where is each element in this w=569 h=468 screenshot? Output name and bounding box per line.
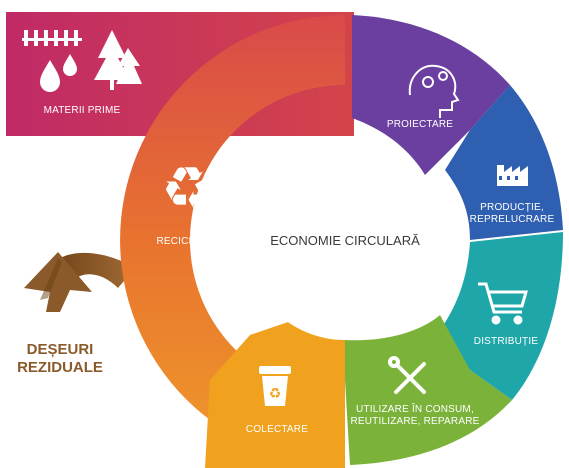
factory-icon (497, 165, 528, 186)
waste-label-line1: DEȘEURI (27, 341, 94, 358)
segment-label-design: PROIECTARE (387, 119, 453, 130)
segment-label-use-line2: REUTILIZARE, REPARARE (350, 416, 479, 427)
residual-waste-arrow (24, 252, 135, 312)
center-disc (245, 140, 445, 340)
segment-label-production-line1: PRODUCȚIE, (480, 202, 544, 213)
head-with-gears-icon (408, 64, 460, 118)
svg-text:♻: ♻ (161, 154, 213, 222)
segment-label-collection: COLECTARE (246, 424, 308, 435)
segment-label-recycling: RECICLARE (156, 236, 215, 247)
segment-label-use-line1: UTILIZARE ÎN CONSUM, (356, 402, 474, 415)
center-label: ECONOMIE CIRCULARĂ (270, 233, 420, 248)
crops-row (22, 30, 82, 46)
shopping-cart-icon (478, 282, 528, 325)
segment-label-distribution: DISTRIBUȚIE (474, 336, 539, 347)
svg-text:♻: ♻ (269, 386, 282, 402)
wrench-screwdriver-icon (388, 356, 426, 394)
segment-recycling (120, 15, 345, 465)
segment-use-reuse-repair (345, 315, 512, 465)
segment-label-production-line2: REPRELUCRARE (470, 214, 555, 225)
segment-production (445, 85, 563, 240)
segment-design (352, 15, 510, 175)
recycle-arrows-icon: ♻ (161, 154, 213, 222)
recycle-bin-icon: ♻ (259, 366, 291, 406)
waste-label-line2: REZIDUALE (17, 359, 103, 376)
segment-label-raw-materials: MATERII PRIME (44, 105, 121, 116)
segment-distribution (440, 232, 563, 400)
water-drops-and-trees-icon (22, 30, 142, 92)
